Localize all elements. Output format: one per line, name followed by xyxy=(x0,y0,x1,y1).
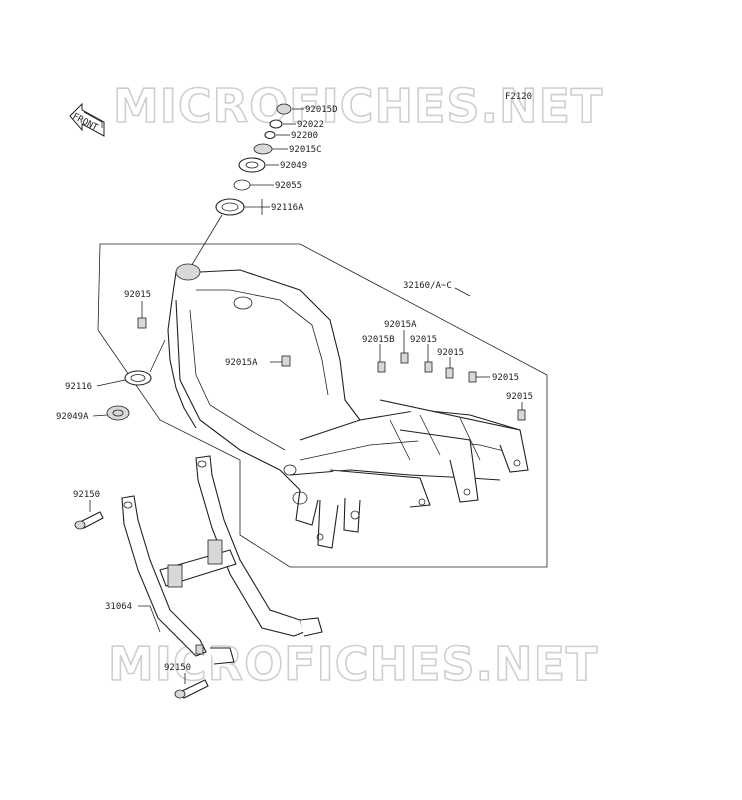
label-92015-right2: 92015 xyxy=(506,392,533,402)
seal-92049A xyxy=(106,405,130,421)
label-92015B: 92015B xyxy=(362,335,395,345)
seal-92049 xyxy=(238,157,266,173)
label-92015-left: 92015 xyxy=(124,290,151,300)
bearing-92116A xyxy=(215,198,245,216)
watermark-top: MICROFICHES.NET xyxy=(113,79,603,133)
label-31064: 31064 xyxy=(105,602,132,612)
label-92055: 92055 xyxy=(275,181,302,191)
frame-plugs xyxy=(137,317,526,421)
bearing-92116 xyxy=(124,370,152,386)
label-92015-mid1: 92015 xyxy=(410,335,437,345)
bolts-92150 xyxy=(74,511,209,699)
label-92049A: 92049A xyxy=(56,412,89,422)
steering-stack xyxy=(215,103,292,216)
label-92022: 92022 xyxy=(297,120,324,130)
label-92015D: 92015D xyxy=(305,105,338,115)
label-92015-right1: 92015 xyxy=(492,373,519,383)
label-92116: 92116 xyxy=(65,382,92,392)
label-92015A-center: 92015A xyxy=(225,358,258,368)
label-92015C: 92015C xyxy=(289,145,322,155)
label-92015A-top: 92015A xyxy=(384,320,417,330)
front-arrow-icon: FRONT xyxy=(69,102,105,137)
nut-92015D xyxy=(276,103,292,115)
washer-92022 xyxy=(269,119,283,129)
engine-brackets xyxy=(121,455,323,665)
label-92150-bottom: 92150 xyxy=(164,663,191,673)
label-92116A: 92116A xyxy=(271,203,304,213)
figure-code: F2120 xyxy=(505,92,532,102)
label-32160: 32160/A~C xyxy=(403,281,452,291)
main-frame xyxy=(167,263,529,549)
spacer-92200 xyxy=(264,130,276,140)
nut-92015C xyxy=(253,143,273,155)
label-92200: 92200 xyxy=(291,131,318,141)
o-ring-92055 xyxy=(233,179,251,191)
label-92049: 92049 xyxy=(280,161,307,171)
label-92150-top: 92150 xyxy=(73,490,100,500)
label-92015-mid2: 92015 xyxy=(437,348,464,358)
lower-bearing xyxy=(106,370,152,421)
